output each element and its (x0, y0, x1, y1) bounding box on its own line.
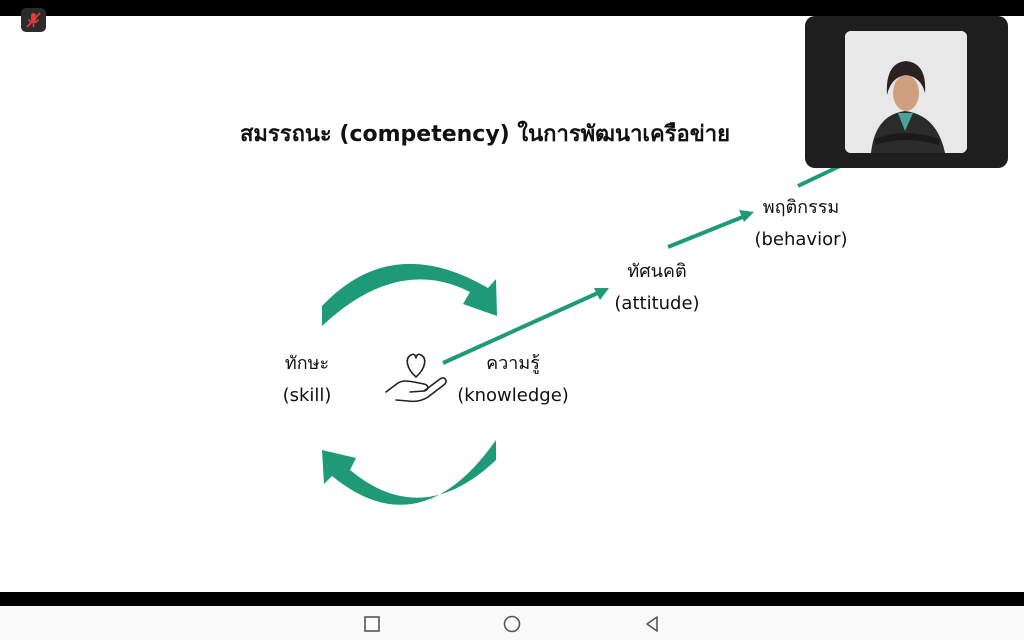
hand-heart-icon (385, 353, 447, 403)
top-status-bar (0, 0, 1024, 16)
knowledge-en: (knowledge) (457, 385, 569, 406)
person-silhouette (845, 31, 967, 153)
arrow-knowledge-attitude (442, 290, 601, 365)
skill-en: (skill) (282, 385, 332, 406)
knowledge-label: ความรู้ (knowledge) (450, 348, 576, 412)
cycle-arrow-bottom (322, 440, 496, 505)
arrowhead-behavior (739, 210, 754, 222)
arrow-behavior-next (797, 164, 841, 188)
mic-off-button[interactable] (21, 8, 46, 32)
behavior-en: (behavior) (754, 229, 848, 250)
competency-diagram (322, 164, 841, 505)
cycle-arrow-top (322, 263, 497, 326)
behavior-label: พฤติกรรม (behavior) (745, 192, 857, 256)
attitude-en: (attitude) (614, 293, 700, 314)
bottom-black-bar (0, 592, 1024, 606)
slide-title: สมรรถนะ (competency) ในการพัฒนาเครือข่าย (240, 122, 730, 147)
square-recents-icon (364, 616, 380, 632)
attitude-th: ทัศนคติ (627, 261, 687, 282)
circle-home-icon (503, 615, 521, 633)
knowledge-th: ความรู้ (486, 353, 540, 374)
attitude-label: ทัศนคติ (attitude) (602, 256, 712, 320)
mic-off-icon (26, 12, 41, 28)
participant-video-tile[interactable] (805, 16, 1008, 168)
skill-label: ทักษะ (skill) (265, 348, 349, 412)
participant-video (845, 31, 967, 153)
back-button[interactable] (640, 612, 664, 636)
skill-th: ทักษะ (284, 353, 330, 374)
behavior-th: พฤติกรรม (762, 197, 840, 218)
android-nav-bar (0, 606, 1024, 640)
home-button[interactable] (500, 612, 524, 636)
arrow-attitude-behavior (667, 214, 746, 249)
arrowhead-attitude (594, 288, 609, 300)
recents-button[interactable] (360, 612, 384, 636)
triangle-back-icon (646, 616, 658, 632)
